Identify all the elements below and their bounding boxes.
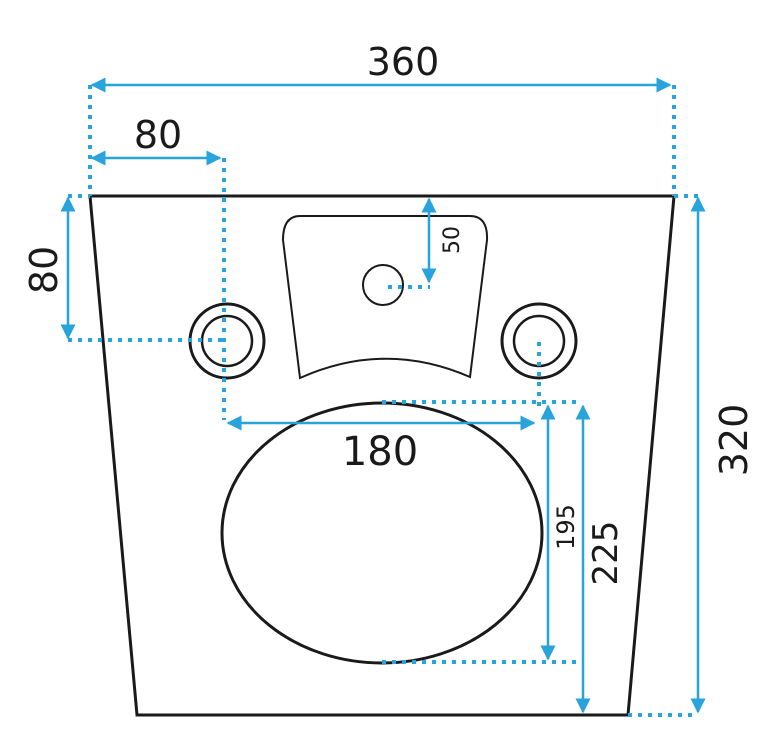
label-80-left: 80	[22, 246, 66, 294]
label-195: 195	[552, 504, 580, 550]
label-180: 180	[342, 429, 418, 475]
extension-lines	[68, 85, 698, 717]
label-225: 225	[586, 521, 626, 586]
tank-recess-outline	[281, 215, 489, 380]
inlet-hole	[362, 264, 404, 306]
label-360: 360	[367, 40, 440, 84]
label-320: 320	[712, 404, 756, 477]
right-bolt-hole	[500, 302, 578, 380]
label-80-top: 80	[134, 113, 182, 157]
label-50: 50	[440, 226, 465, 254]
